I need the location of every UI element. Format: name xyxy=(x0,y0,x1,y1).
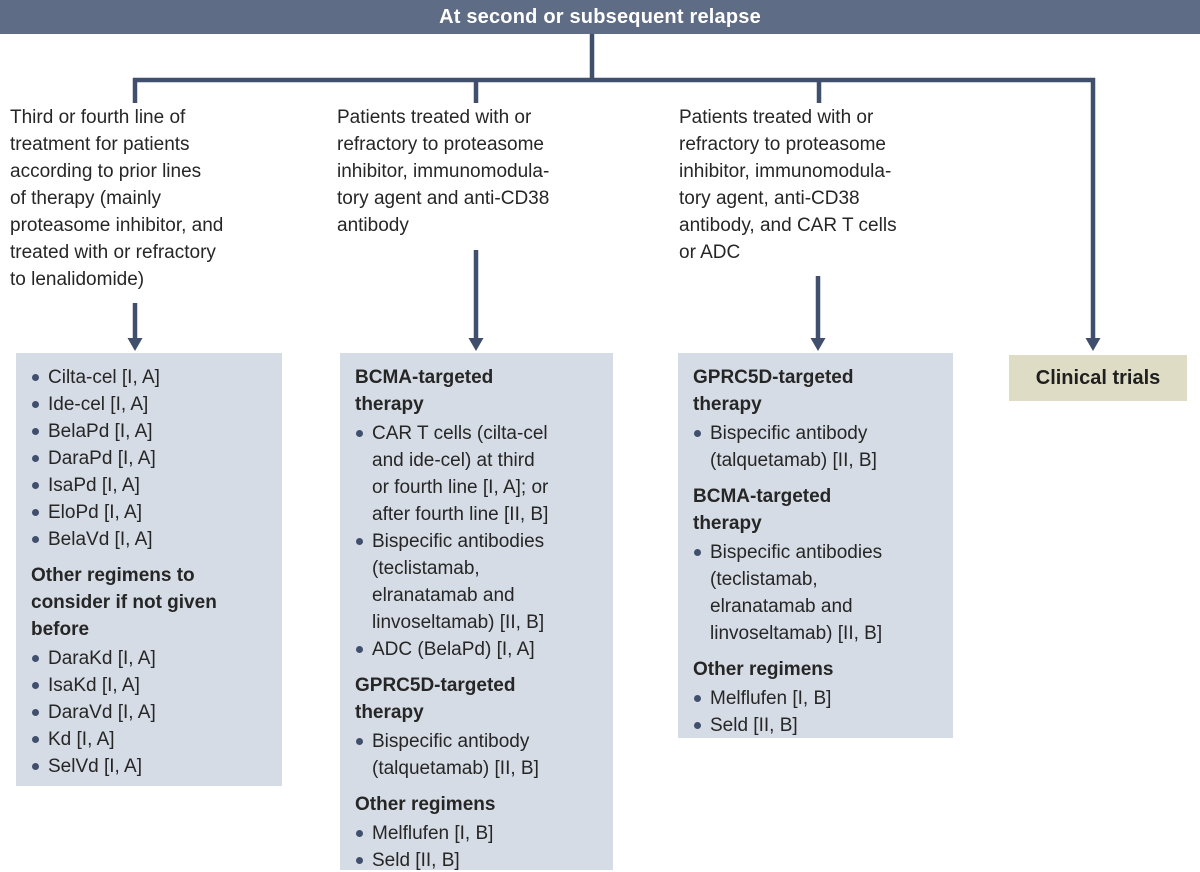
list-item: Kd [I, A] xyxy=(31,726,272,753)
list-item-text: Bispecific antibodies (teclistamab, elra… xyxy=(372,531,545,633)
list-item: ADC (BelaPd) [I, A] xyxy=(355,636,603,663)
list-item: Melflufen [I, B] xyxy=(693,685,943,712)
list-item-text: BelaVd [I, A] xyxy=(48,529,153,550)
list-item-text: DaraPd [I, A] xyxy=(48,448,156,469)
bullet-icon xyxy=(32,655,39,662)
bullet-icon xyxy=(32,509,39,516)
other-regimens-list: Melflufen [I, B] Seld [II, B] xyxy=(693,685,943,739)
list-item: IsaPd [I, A] xyxy=(31,472,272,499)
bullet-icon xyxy=(356,857,363,864)
list-item-text: DaraKd [I, A] xyxy=(48,648,156,669)
list-item-text: SelVd [I, A] xyxy=(48,756,142,777)
list-item: Bispecific antibodies (teclistamab, elra… xyxy=(355,528,603,636)
list-item-text: Ide-cel [I, A] xyxy=(48,394,149,415)
list-item: DaraPd [I, A] xyxy=(31,445,272,472)
list-item-text: Bispecific antibody (talquetamab) [II, B… xyxy=(710,423,877,471)
bullet-icon xyxy=(356,830,363,837)
clinical-trials-box: Clinical trials xyxy=(1009,355,1187,401)
top-banner: At second or subsequent relapse xyxy=(0,0,1200,34)
bullet-icon xyxy=(32,401,39,408)
bcma-therapy-list: Bispecific antibodies (teclistamab, elra… xyxy=(693,539,943,647)
list-item-text: Kd [I, A] xyxy=(48,729,115,750)
bullet-icon xyxy=(356,646,363,653)
arrow-branch1-head-icon xyxy=(127,338,143,351)
list-item: Bispecific antibodies (teclistamab, elra… xyxy=(693,539,943,647)
arrow-branch4-head-icon xyxy=(1085,338,1101,351)
list-item: DaraKd [I, A] xyxy=(31,645,272,672)
regimen-list-bottom: DaraKd [I, A] IsaKd [I, A] DaraVd [I, A]… xyxy=(31,645,272,780)
list-item: Bispecific antibody (talquetamab) [II, B… xyxy=(355,728,603,782)
bullet-icon xyxy=(356,538,363,545)
gprc5d-therapy-list: Bispecific antibody (talquetamab) [II, B… xyxy=(355,728,603,782)
list-item-text: Melflufen [I, B] xyxy=(710,688,832,709)
box2-header-bcma: BCMA-targeted therapy xyxy=(355,367,494,415)
bullet-icon xyxy=(32,682,39,689)
list-item-text: CAR T cells (cilta-cel and ide-cel) at t… xyxy=(372,423,549,525)
branch1-description: Third or fourth line of treatment for pa… xyxy=(10,107,224,290)
box3-header-other: Other regimens xyxy=(693,659,834,680)
bullet-icon xyxy=(694,549,701,556)
box-gprc5d-bcma-therapy: GPRC5D-targeted therapy Bispecific antib… xyxy=(678,353,953,738)
list-item-text: DaraVd [I, A] xyxy=(48,702,156,723)
bullet-icon xyxy=(356,738,363,745)
regimen-list-top: Cilta-cel [I, A] Ide-cel [I, A] BelaPd [… xyxy=(31,364,272,553)
list-item-text: ADC (BelaPd) [I, A] xyxy=(372,639,535,660)
arrow-branch3-head-icon xyxy=(810,338,826,351)
other-regimens-list: Melflufen [I, B] Seld [II, B] xyxy=(355,820,603,872)
list-item: CAR T cells (cilta-cel and ide-cel) at t… xyxy=(355,420,603,528)
box3-header-gprc5d: GPRC5D-targeted therapy xyxy=(693,367,854,415)
bullet-icon xyxy=(32,455,39,462)
bcma-therapy-list: CAR T cells (cilta-cel and ide-cel) at t… xyxy=(355,420,603,663)
list-item-text: Bispecific antibody (talquetamab) [II, B… xyxy=(372,731,539,779)
list-item: DaraVd [I, A] xyxy=(31,699,272,726)
list-item: Seld [II, B] xyxy=(355,847,603,872)
list-item-text: IsaPd [I, A] xyxy=(48,475,140,496)
list-item: EloPd [I, A] xyxy=(31,499,272,526)
list-item-text: Cilta-cel [I, A] xyxy=(48,367,160,388)
bullet-icon xyxy=(32,482,39,489)
branch3-description: Patients treated with or refractory to p… xyxy=(679,107,897,263)
bullet-icon xyxy=(694,722,701,729)
list-item: Ide-cel [I, A] xyxy=(31,391,272,418)
branch2-description: Patients treated with or refractory to p… xyxy=(337,107,550,236)
list-item-text: Bispecific antibodies (teclistamab, elra… xyxy=(710,542,883,644)
bullet-icon xyxy=(32,428,39,435)
bullet-icon xyxy=(32,736,39,743)
list-item: BelaVd [I, A] xyxy=(31,526,272,553)
list-item-text: Seld [II, B] xyxy=(372,850,460,871)
box-third-or-fourth-line-regimens: Cilta-cel [I, A] Ide-cel [I, A] BelaPd [… xyxy=(16,353,282,786)
box2-header-gprc5d: GPRC5D-targeted therapy xyxy=(355,675,516,723)
bullet-icon xyxy=(32,763,39,770)
box3-header-bcma: BCMA-targeted therapy xyxy=(693,486,832,534)
box1-subheader: Other regimens to consider if not given … xyxy=(31,565,217,640)
list-item: Cilta-cel [I, A] xyxy=(31,364,272,391)
list-item-text: EloPd [I, A] xyxy=(48,502,142,523)
list-item-text: IsaKd [I, A] xyxy=(48,675,140,696)
bullet-icon xyxy=(32,709,39,716)
bullet-icon xyxy=(32,374,39,381)
list-item-text: BelaPd [I, A] xyxy=(48,421,153,442)
top-banner-title: At second or subsequent relapse xyxy=(439,5,761,28)
list-item: SelVd [I, A] xyxy=(31,753,272,780)
box-bcma-gprc5d-therapy: BCMA-targeted therapy CAR T cells (cilta… xyxy=(340,353,613,872)
clinical-trials-label: Clinical trials xyxy=(1035,366,1161,389)
arrow-branch2-head-icon xyxy=(468,338,484,351)
list-item: Seld [II, B] xyxy=(693,712,943,739)
list-item-text: Seld [II, B] xyxy=(710,715,798,736)
list-item-text: Melflufen [I, B] xyxy=(372,823,494,844)
bullet-icon xyxy=(32,536,39,543)
bullet-icon xyxy=(356,430,363,437)
bullet-icon xyxy=(694,430,701,437)
list-item: Bispecific antibody (talquetamab) [II, B… xyxy=(693,420,943,474)
gprc5d-therapy-list: Bispecific antibody (talquetamab) [II, B… xyxy=(693,420,943,474)
list-item: BelaPd [I, A] xyxy=(31,418,272,445)
list-item: IsaKd [I, A] xyxy=(31,672,272,699)
box2-header-other: Other regimens xyxy=(355,794,496,815)
bullet-icon xyxy=(694,695,701,702)
list-item: Melflufen [I, B] xyxy=(355,820,603,847)
